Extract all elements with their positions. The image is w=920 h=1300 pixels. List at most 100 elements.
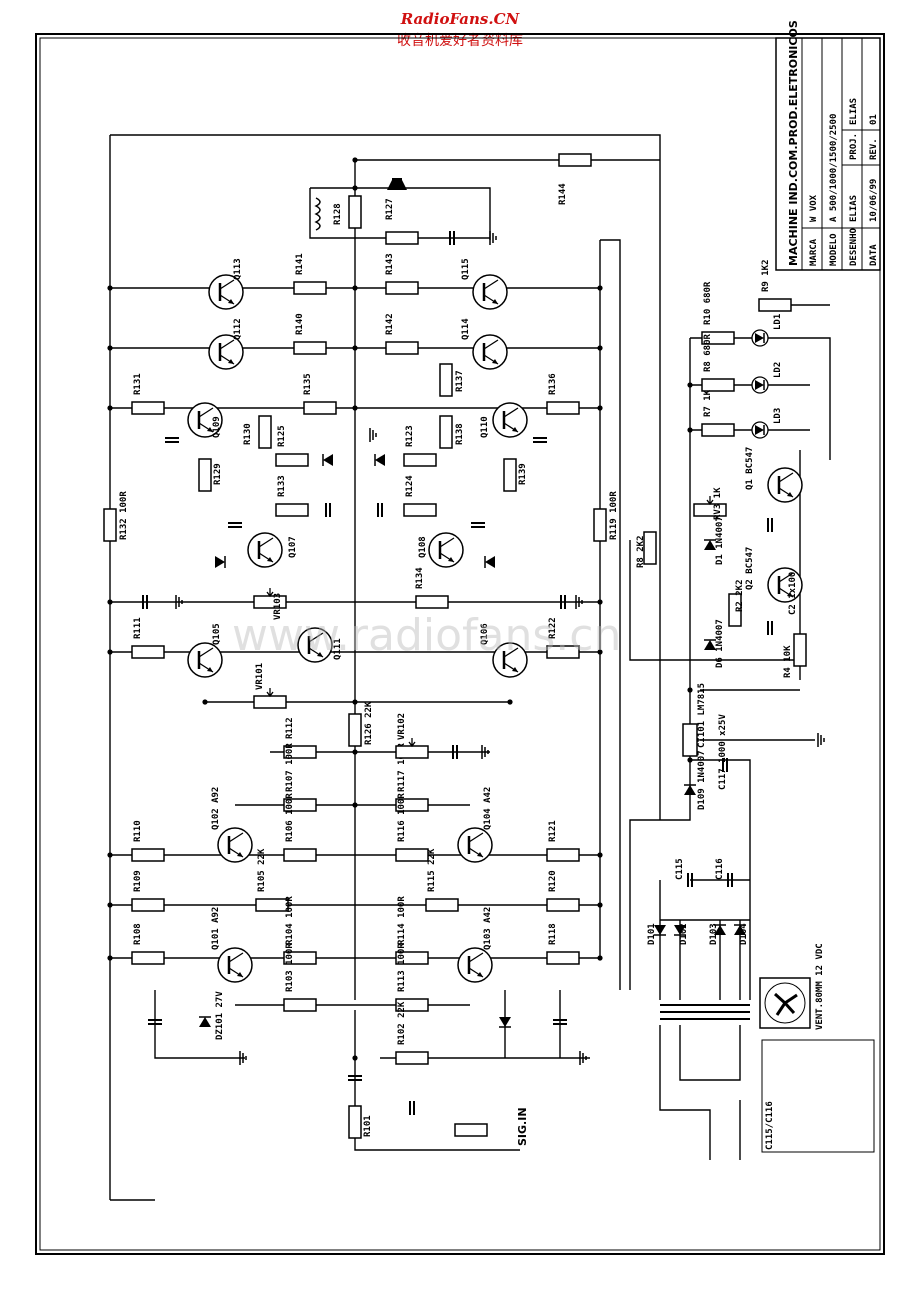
component-label: VR101 (255, 663, 265, 690)
resistor (131, 401, 165, 415)
title-modelo-label: MODELO (829, 233, 839, 266)
transistor (208, 334, 244, 370)
component-label: R127 (385, 198, 395, 220)
component-label: R136 (548, 373, 558, 395)
capacitor (142, 595, 148, 609)
component-label: R128 (333, 203, 343, 225)
resistor (293, 281, 327, 295)
transistor (767, 467, 803, 503)
component-label: R123 (405, 425, 415, 447)
resistor (701, 378, 735, 392)
diode (704, 539, 716, 550)
component-label: Q114 (461, 318, 471, 340)
resistor (103, 508, 117, 542)
component-label: Q111 (333, 638, 343, 660)
resistor (546, 898, 580, 912)
site-header: RadioFans.CN 收音机爱好者资料库 (0, 10, 920, 50)
diode (499, 1017, 511, 1028)
resistor (293, 341, 327, 355)
component-label: R107 100R (285, 743, 295, 792)
ground-icon (579, 1051, 587, 1065)
component-label: R103 100R (285, 943, 295, 992)
watermark: www.radiofans.cn (232, 610, 621, 661)
component-label: R134 (415, 567, 425, 589)
component-label: Q112 (233, 318, 243, 340)
resistor (439, 415, 453, 449)
led-icon (751, 376, 769, 394)
component-label: VR102 (397, 713, 407, 740)
component-label: R2 2K2 (735, 579, 745, 612)
component-label: R129 (213, 463, 223, 485)
inner-frame (39, 37, 881, 1251)
component-label: Q102 A92 (211, 787, 221, 830)
title-data-label: DATA (869, 244, 879, 266)
capacitor (687, 873, 693, 887)
resistor (385, 231, 419, 245)
component-label: R131 (133, 373, 143, 395)
capacitor (377, 503, 383, 517)
resistor (348, 713, 362, 747)
speaker-icon (387, 178, 407, 190)
potentiometer (693, 496, 727, 517)
component-label: R112 (285, 717, 295, 739)
resistor (283, 745, 317, 759)
component-label: D109 1N4007 (697, 750, 707, 810)
capacitor (553, 1019, 567, 1025)
component-label: R113 100R (397, 943, 407, 992)
resistor (701, 423, 735, 437)
title-data-value: 10/06/99 (869, 179, 879, 222)
ground-icon (175, 595, 183, 609)
component-label: D1 1N4007 (715, 516, 725, 565)
transistor (208, 274, 244, 310)
resistor (701, 331, 735, 345)
component-label: C2 1x100 (788, 572, 798, 615)
transistor (428, 532, 464, 568)
resistor (793, 633, 807, 667)
component-label: Q109 (212, 416, 222, 438)
component-label: R135 (303, 373, 313, 395)
potentiometer (253, 588, 287, 609)
resistor (348, 195, 362, 229)
component-label: LD1 (773, 314, 783, 330)
diode (714, 924, 726, 935)
diode (674, 925, 686, 936)
resistor (385, 341, 419, 355)
component-label: R4 10K (783, 645, 793, 678)
input-potentiometer (454, 1123, 488, 1137)
component-label: R144 (558, 183, 568, 205)
component-label: R133 (277, 475, 287, 497)
resistor (546, 401, 580, 415)
diode (374, 454, 385, 466)
transistor (472, 274, 508, 310)
resistor (758, 298, 792, 312)
capacitor (767, 621, 773, 635)
resistor (546, 645, 580, 659)
resistor (131, 898, 165, 912)
component-label: RV3 1K (713, 487, 723, 520)
ground-icon (489, 231, 497, 245)
component-label: D102 (679, 923, 689, 945)
transistor (217, 947, 253, 983)
resistor (395, 798, 429, 812)
component-label: R122 (548, 617, 558, 639)
diode (704, 639, 716, 650)
title-company: MACHINE IND.COM.PROD.ELETRONICOS (787, 20, 800, 266)
ground-icon (239, 1051, 247, 1065)
resistor (395, 1051, 429, 1065)
capacitor (165, 437, 179, 443)
transistor (492, 402, 528, 438)
resistor (558, 153, 592, 167)
title-block: MACHINE IND.COM.PROD.ELETRONICOS MARCA W… (775, 20, 881, 271)
component-label: R115 22K (427, 848, 437, 892)
component-label: R130 (243, 423, 253, 445)
component-label: R140 (295, 313, 305, 335)
diode (322, 454, 333, 466)
outer-frame (35, 33, 885, 1255)
capacitor (228, 522, 242, 528)
component-label: C117 1000 x25V (718, 714, 728, 790)
resistor (283, 848, 317, 862)
component-label: R106 100R (285, 793, 295, 842)
transistor (492, 642, 528, 678)
component-label: Q110 (480, 416, 490, 438)
